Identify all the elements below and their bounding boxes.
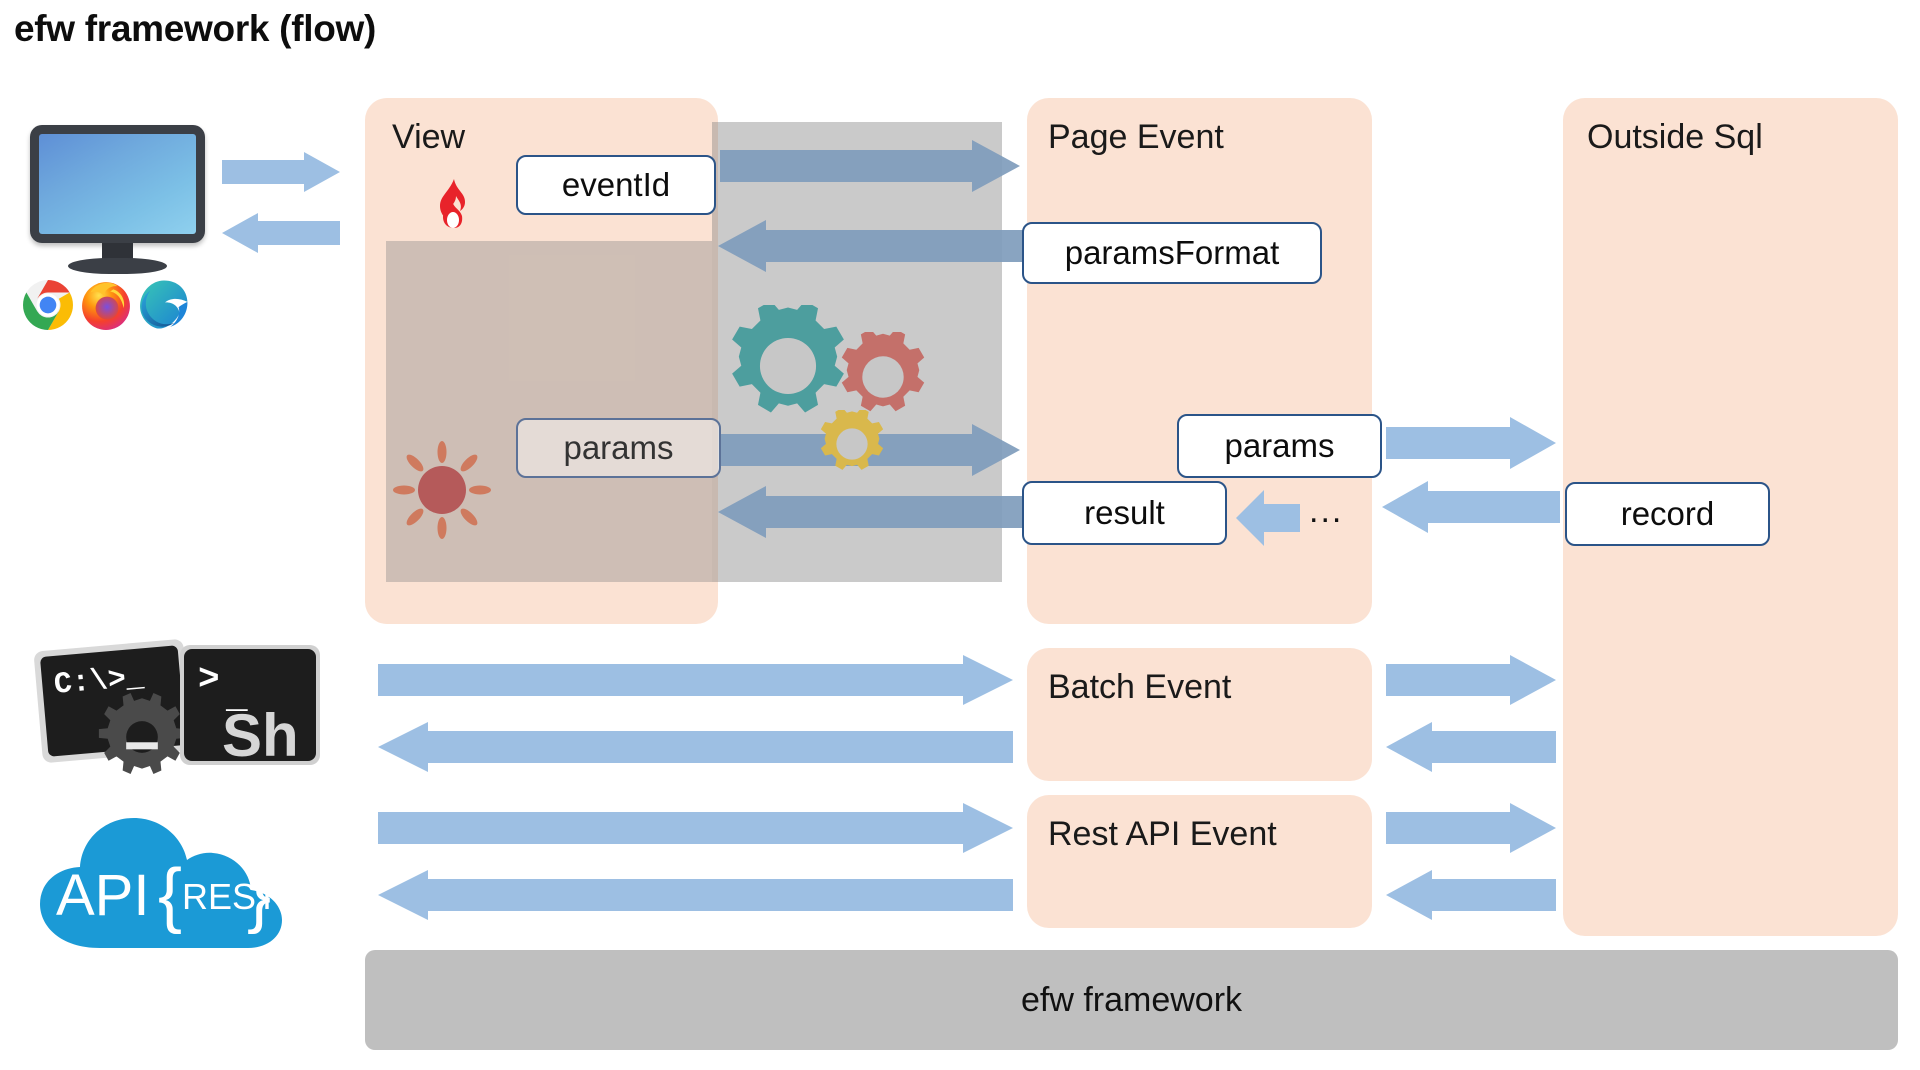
sun-icon — [393, 441, 491, 539]
lane-page-event — [1027, 98, 1372, 624]
cloud-rest-text: REST — [182, 876, 279, 917]
arrow-batch-event-to-cli — [378, 722, 1013, 772]
arrow-rest-api-event-to-outside-sql — [1386, 803, 1556, 853]
arrow-record-to-page-event — [1382, 481, 1560, 533]
page-title: efw framework (flow) — [14, 8, 376, 49]
framework-bar: efw framework — [365, 950, 1898, 1050]
lane-batch-event — [1027, 648, 1372, 781]
arrow-ellipsis-to-result — [1236, 490, 1300, 546]
arrow-outside-sql-to-batch-event — [1386, 722, 1556, 772]
arrow-batch-event-to-outside-sql — [1386, 655, 1556, 705]
arrow-view-to-monitor — [222, 213, 340, 253]
lane-rest-api-event — [1027, 795, 1372, 928]
lane-view-label: View — [392, 118, 466, 156]
gear-dark-icon — [98, 693, 186, 774]
arrow-outside-sql-to-rest-api-event — [1386, 870, 1556, 920]
arrow-rest-api-event-to-api — [378, 870, 1013, 920]
gear-teal-icon — [732, 305, 844, 413]
cloud-api-text: API — [56, 863, 150, 928]
gear-yellow-icon — [820, 410, 884, 470]
cloud-brace-open: { — [158, 855, 183, 935]
arrow-cli-to-batch-event — [378, 655, 1013, 705]
flame-icon — [440, 179, 465, 228]
box-params-view[interactable]: params — [516, 418, 721, 478]
box-result[interactable]: result — [1022, 481, 1227, 545]
arrow-monitor-to-view — [222, 152, 340, 192]
label-ellipsis: ... — [1309, 492, 1344, 530]
box-event-id[interactable]: eventId — [516, 155, 716, 215]
firefox-icon — [82, 282, 130, 330]
monitor-icon — [30, 125, 205, 274]
box-params-page[interactable]: params — [1177, 414, 1382, 478]
gear-red-icon — [841, 332, 925, 412]
arrow-params-to-outside-sql — [1386, 417, 1556, 469]
arrow-api-to-rest-api-event — [378, 803, 1013, 853]
command-prompt-icon: C:\>_ — [33, 638, 198, 774]
api-rest-cloud-icon: API { REST } — [36, 810, 286, 955]
edge-icon — [140, 280, 188, 329]
box-params-format[interactable]: paramsFormat — [1022, 222, 1322, 284]
lane-batch-event-label: Batch Event — [1048, 668, 1232, 706]
arrow-params-format-to-view — [718, 220, 1028, 272]
shell-icon: > _ Sh — [180, 645, 320, 770]
chrome-icon — [23, 280, 73, 330]
arrow-result-to-view — [718, 486, 1028, 538]
lane-rest-api-event-label: Rest API Event — [1048, 815, 1277, 853]
arrow-eventid-to-page-event — [720, 140, 1020, 192]
box-record[interactable]: record — [1565, 482, 1770, 546]
lane-outside-sql-label: Outside Sql — [1587, 118, 1763, 156]
cloud-brace-close: } — [247, 855, 272, 935]
lane-page-event-label: Page Event — [1048, 118, 1224, 156]
